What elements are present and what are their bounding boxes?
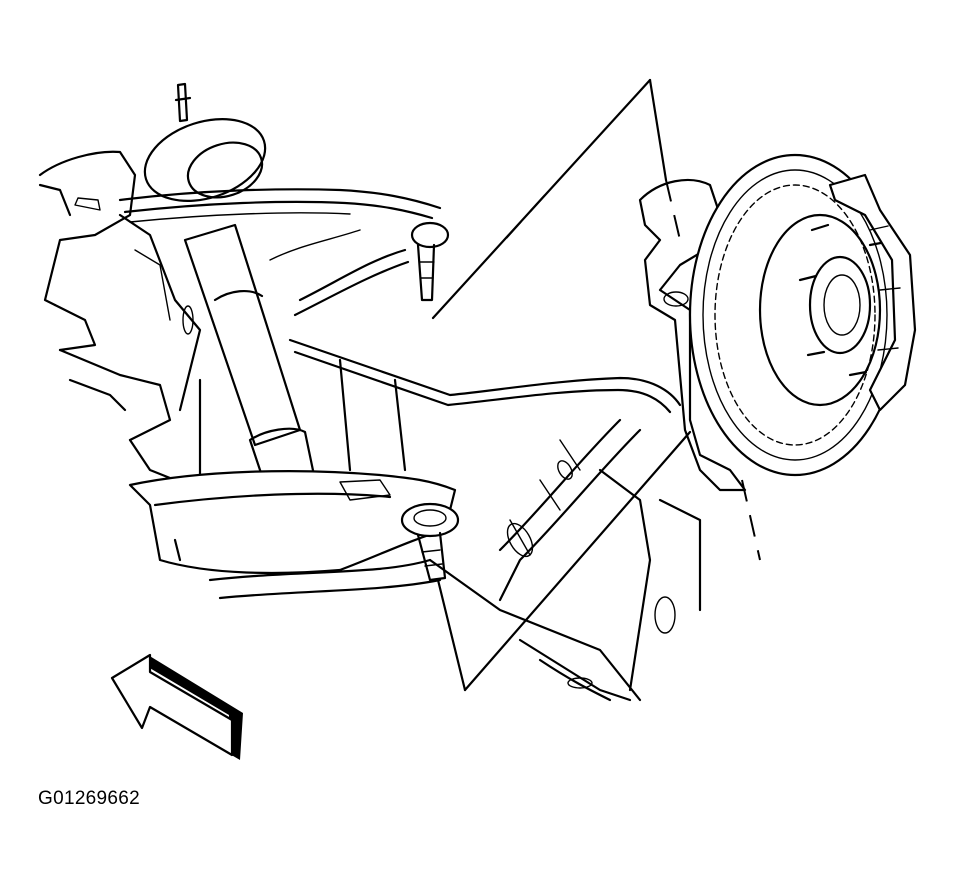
figure-code: G01269662 bbox=[38, 788, 141, 809]
frame-body-structure bbox=[38, 150, 202, 482]
shock-absorber bbox=[182, 223, 317, 491]
upper-control-arm bbox=[118, 188, 450, 317]
callout-leader-lines bbox=[431, 78, 761, 692]
knuckle-rotor-assembly bbox=[638, 153, 917, 492]
strut-mount bbox=[143, 82, 267, 203]
crossmember bbox=[198, 338, 702, 702]
lower-control-arm bbox=[128, 470, 460, 582]
front-direction-arrow-icon bbox=[110, 653, 243, 760]
